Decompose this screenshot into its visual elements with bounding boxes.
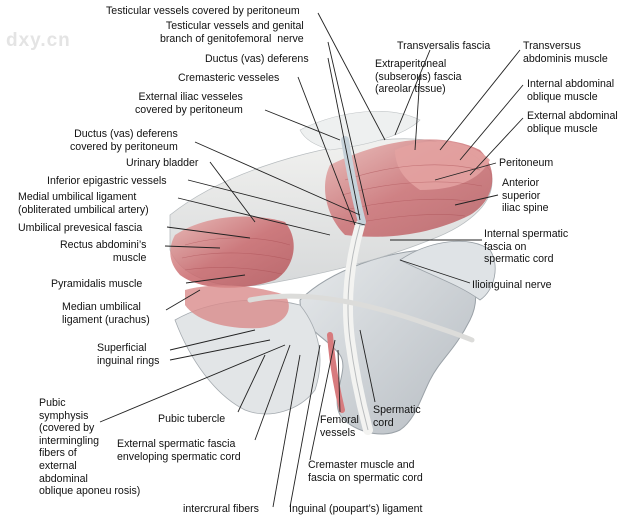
label-cremaster-muscle: Cremaster muscle and fascia on spermatic… (308, 459, 423, 484)
label-intercrural-fibers: intercrural fibers (183, 503, 259, 515)
label-median-umbilical-ligament: Median umbilical ligament (urachus) (62, 301, 150, 326)
label-testicular-vessels-genital: Testicular vessels and genital branch of… (160, 20, 304, 45)
label-femoral-vessels: Femoral vessels (320, 414, 359, 439)
label-pubic-symphysis: Pubic symphysis (covered by interminglin… (39, 397, 141, 498)
label-ductus-deferens-peritoneum: Ductus (vas) deferens covered by periton… (70, 128, 178, 153)
label-peritoneum: Peritoneum (499, 157, 554, 169)
label-external-iliac: External iliac vesseles covered by perit… (135, 91, 243, 116)
label-anterior-superior-iliac-spine: Anterior superior iliac spine (502, 177, 549, 215)
label-ductus-deferens: Ductus (vas) deferens (205, 53, 309, 65)
label-rectus-abdominis: Rectus abdomini’s muscle (60, 239, 147, 264)
watermark: dxy.cn (6, 30, 71, 51)
label-ilioinguinal-nerve: Ilioinguinal nerve (472, 279, 552, 291)
label-medial-umbilical-ligament: Medial umbilical ligament (obliterated u… (18, 191, 149, 216)
femoral-vessels-shape (327, 332, 345, 413)
label-transversalis-fascia: Transversalis fascia (397, 40, 491, 52)
label-inguinal-ligament: Inguinal (poupart’s) ligament (289, 503, 423, 515)
leader-lines (99, 12, 524, 508)
ilium-bone (399, 240, 496, 301)
transversus-layer (395, 141, 490, 190)
label-spermatic-cord: Spermatic cord (373, 404, 421, 429)
label-external-spermatic-fascia: External spermatic fascia enveloping spe… (117, 438, 241, 463)
label-internal-spermatic-fascia: Internal spermatic fascia on spermatic c… (484, 228, 569, 266)
label-pubic-tubercle: Pubic tubercle (158, 413, 226, 425)
label-umbilical-prevesical-fascia: Umbilical prevesical fascia (18, 222, 143, 234)
label-extraperitoneal-fascia: Extraperitoneal (subserous) fascia (areo… (375, 58, 462, 96)
label-internal-oblique: Internal abdominal oblique muscle (527, 78, 615, 103)
label-external-oblique: External abdominal oblique muscle (527, 110, 618, 135)
label-superficial-inguinal-rings: Superficial inguinal rings (97, 342, 160, 367)
label-transversus-abdominis: Transversus abdominis muscle (523, 40, 608, 65)
label-inferior-epigastric: Inferior epigastric vessels (47, 175, 167, 187)
label-pyramidalis: Pyramidalis muscle (51, 278, 143, 290)
peritoneum-sheet (299, 111, 421, 151)
label-urinary-bladder: Urinary bladder (126, 157, 199, 169)
inguinal-ligament-shape (247, 293, 475, 343)
label-testicular-vessels-peritoneum: Testicular vessels covered by peritoneum (106, 5, 300, 17)
rectus-muscle (170, 216, 294, 288)
label-cremasteric-vessels: Cremasteric vesseles (178, 72, 280, 84)
